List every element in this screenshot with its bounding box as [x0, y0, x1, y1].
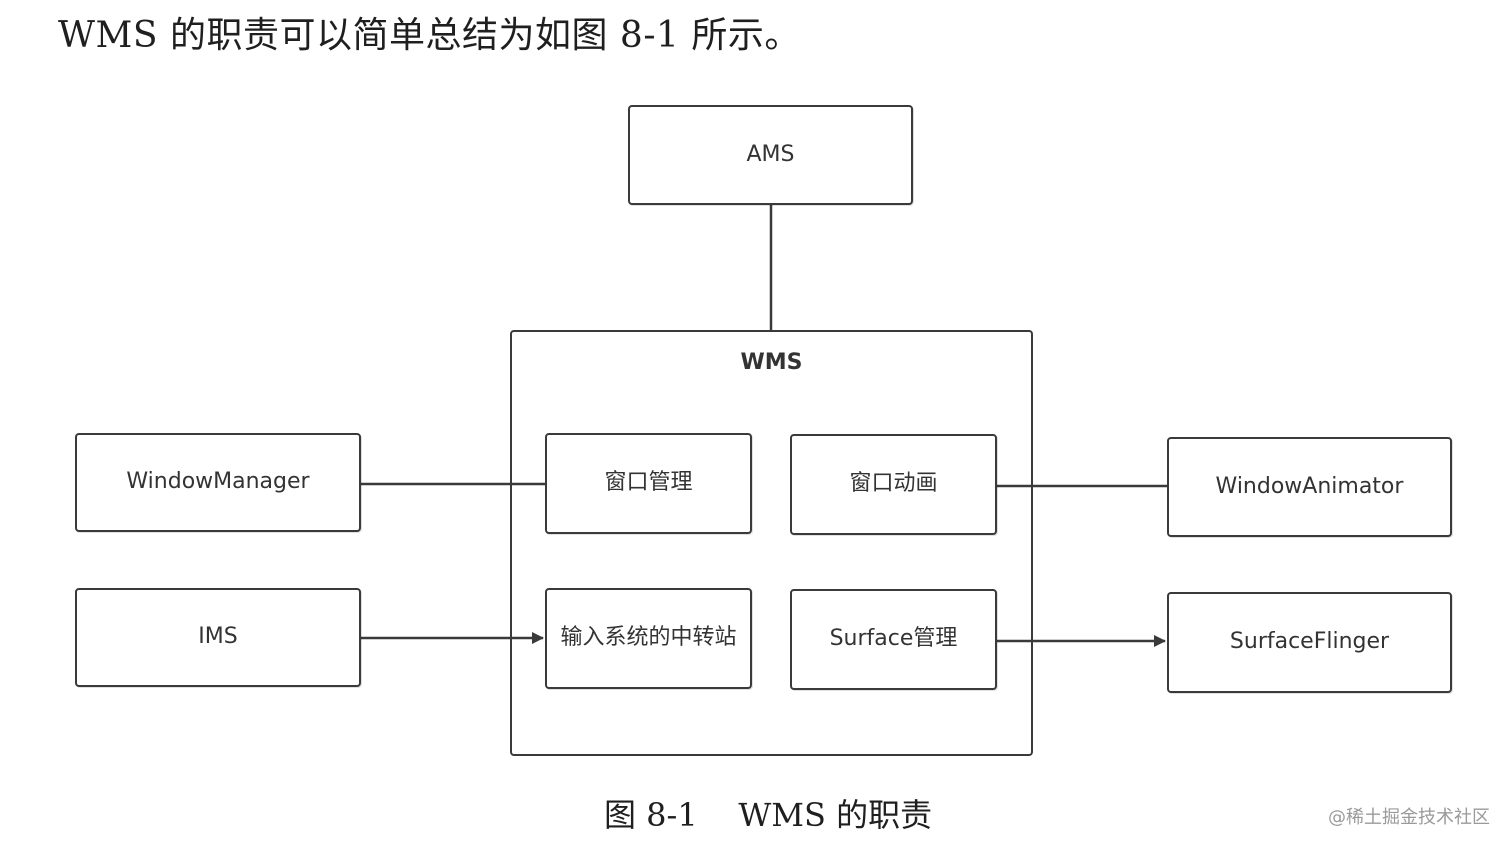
ims-label: IMS	[198, 624, 238, 650]
window-animation-box: 窗口动画	[790, 434, 997, 535]
surface-flinger-box: SurfaceFlinger	[1167, 592, 1452, 693]
window-animator-box: WindowAnimator	[1167, 437, 1452, 537]
surface-management-label: Surface管理	[829, 626, 958, 652]
surface-management-box: Surface管理	[790, 589, 997, 690]
window-manager-box: WindowManager	[75, 433, 361, 532]
ams-box: AMS	[628, 105, 913, 205]
figure-caption: 图 8-1 WMS 的职责	[604, 796, 933, 834]
watermark: @稀土掘金技术社区	[1328, 807, 1490, 828]
window-management-box: 窗口管理	[545, 433, 752, 534]
wms-container: WMS	[510, 330, 1033, 756]
window-animator-label: WindowAnimator	[1215, 473, 1404, 499]
window-animation-label: 窗口动画	[849, 471, 938, 497]
intro-text: WMS 的职责可以简单总结为如图 8-1 所示。	[58, 15, 801, 56]
input-relay-box: 输入系统的中转站	[545, 588, 752, 689]
wms-title: WMS	[740, 350, 803, 375]
surface-flinger-label: SurfaceFlinger	[1229, 629, 1390, 655]
ams-label: AMS	[746, 141, 795, 167]
input-relay-label: 输入系统的中转站	[560, 625, 737, 651]
ims-box: IMS	[75, 588, 361, 687]
window-management-label: 窗口管理	[604, 470, 693, 496]
window-manager-label: WindowManager	[126, 469, 310, 495]
